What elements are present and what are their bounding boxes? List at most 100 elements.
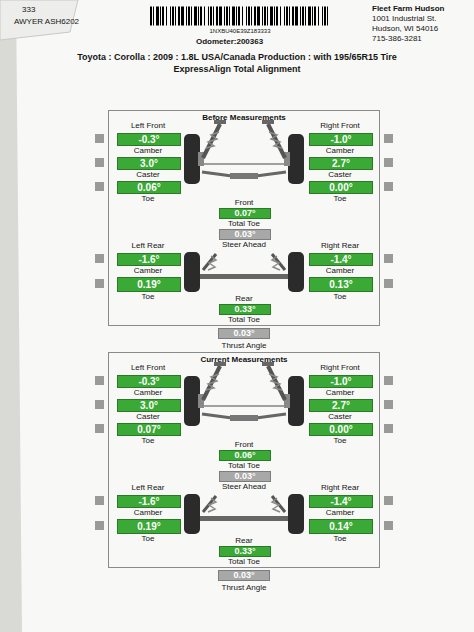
reading-bar: -1.6°	[117, 495, 181, 508]
reading-bar: -1.4°	[309, 495, 373, 508]
reading-value: 0.06°	[234, 451, 255, 460]
reading-bar: 0.00°	[309, 181, 373, 194]
measurement-label: Left Rear	[132, 483, 165, 492]
reading-bar: -1.0°	[309, 375, 373, 388]
measurement-label: Toe	[142, 194, 155, 203]
header-text: Odometer:200363	[196, 37, 263, 46]
reading-value: 0.00°	[329, 425, 352, 435]
measurement-label: Caster	[136, 412, 160, 421]
reading-value: -1.4°	[330, 497, 351, 507]
measurement-label: Front	[235, 198, 254, 207]
reading-bar: 0.13°	[309, 277, 373, 292]
reading-bar: 0.19°	[117, 519, 181, 534]
measurement-label: Left Front	[131, 121, 165, 130]
reading-bar: 0.07°	[219, 208, 271, 219]
reading-bar: -0.3°	[117, 375, 181, 388]
measurement-label: Total Toe	[228, 461, 260, 470]
reading-value: -1.6°	[138, 255, 159, 265]
measurement-label: Right Front	[320, 363, 360, 372]
measurement-label: Camber	[326, 266, 354, 275]
reading-bar: 2.7°	[309, 399, 373, 412]
reading-bar: 0.06°	[117, 181, 181, 194]
current-illustration	[95, 362, 393, 534]
header-text: 333	[22, 5, 35, 14]
header-text: 715-386-3281	[372, 34, 422, 43]
panel-title: Before Measurements	[109, 113, 379, 122]
barcode	[150, 7, 330, 26]
measurement-label: Toe	[334, 292, 347, 301]
measurement-label: Toe	[334, 436, 347, 445]
measurement-label: Toe	[142, 534, 155, 543]
reading-bar: 0.00°	[309, 423, 373, 436]
report-title: ExpressAlign Total Alignment	[173, 64, 300, 74]
reading-bar: 0.19°	[117, 277, 181, 292]
reading-value: 0.00°	[329, 183, 352, 193]
measurement-label: Right Front	[320, 121, 360, 130]
header-text: 1001 Industrial St.	[372, 14, 436, 23]
reading-bar: 0.14°	[309, 519, 373, 534]
measurement-label: Camber	[134, 508, 162, 517]
reading-bar: 3.0°	[117, 399, 181, 412]
measurement-label: Thrust Angle	[222, 583, 267, 592]
measurement-label: Camber	[134, 146, 162, 155]
reading-value: 0.14°	[329, 522, 352, 532]
reading-value: 2.7°	[332, 159, 350, 169]
reading-value: -1.4°	[330, 255, 351, 265]
reading-box-grey: 0.03°	[218, 328, 270, 339]
measurement-label: Front	[235, 440, 254, 449]
reading-value: 0.03°	[234, 472, 255, 481]
measurement-label: Toe	[334, 534, 347, 543]
measurement-label: Toe	[142, 292, 155, 301]
measurement-label: Left Front	[131, 363, 165, 372]
reading-bar: -1.4°	[309, 253, 373, 266]
measurement-label: Camber	[326, 508, 354, 517]
measurement-label: Steer Ahead	[222, 240, 266, 249]
reading-bar: 3.0°	[117, 157, 181, 170]
reading-bar: -1.6°	[117, 253, 181, 266]
reading-value: 0.03°	[233, 329, 254, 338]
measurement-label: Total Toe	[228, 219, 260, 228]
measurement-label: Caster	[328, 412, 352, 421]
reading-bar: 2.7°	[309, 157, 373, 170]
paper-sheet	[16, 0, 474, 632]
header-text: Toyota : Corolla : 2009 : 1.8L USA/Canad…	[77, 52, 397, 62]
reading-value: 0.33°	[234, 547, 255, 556]
measurement-label: Total Toe	[228, 315, 260, 324]
measurement-label: Steer Ahead	[222, 482, 266, 491]
panel-title: Current Measurements	[109, 355, 379, 364]
measurement-label: Rear	[235, 536, 252, 545]
measurement-label: Camber	[326, 388, 354, 397]
reading-value: -0.3°	[138, 377, 159, 387]
measurement-label: Camber	[134, 266, 162, 275]
reading-bar: -0.3°	[117, 133, 181, 146]
reading-value: 0.03°	[233, 571, 254, 580]
reading-value: -0.3°	[138, 135, 159, 145]
measurement-label: Camber	[134, 388, 162, 397]
reading-bar: -1.0°	[309, 133, 373, 146]
header-text: Fleet Farm Hudson	[372, 4, 444, 13]
measurement-label: Toe	[334, 194, 347, 203]
reading-value: -1.0°	[330, 377, 351, 387]
reading-value: 3.0°	[140, 159, 158, 169]
reading-box-grey: 0.03°	[218, 570, 270, 581]
reading-value: 3.0°	[140, 401, 158, 411]
reading-value: 0.03°	[234, 230, 255, 239]
header-text: Hudson, WI 54016	[372, 24, 438, 33]
reading-value: -1.6°	[138, 497, 159, 507]
reading-value: 0.33°	[234, 305, 255, 314]
reading-value: -1.0°	[330, 135, 351, 145]
reading-value: 0.19°	[137, 522, 160, 532]
measurement-label: Thrust Angle	[222, 341, 267, 350]
reading-value: 0.07°	[137, 425, 160, 435]
measurement-label: Rear	[235, 294, 252, 303]
reading-box-grey: 0.03°	[219, 471, 271, 482]
measurement-label: Camber	[326, 146, 354, 155]
reading-value: 0.19°	[137, 280, 160, 290]
reading-bar: 0.07°	[117, 423, 181, 436]
measurement-label: Caster	[328, 170, 352, 179]
reading-bar: 0.33°	[219, 304, 271, 315]
measurement-label: Right Rear	[321, 241, 359, 250]
reading-value: 2.7°	[332, 401, 350, 411]
measurement-label: Left Rear	[132, 241, 165, 250]
